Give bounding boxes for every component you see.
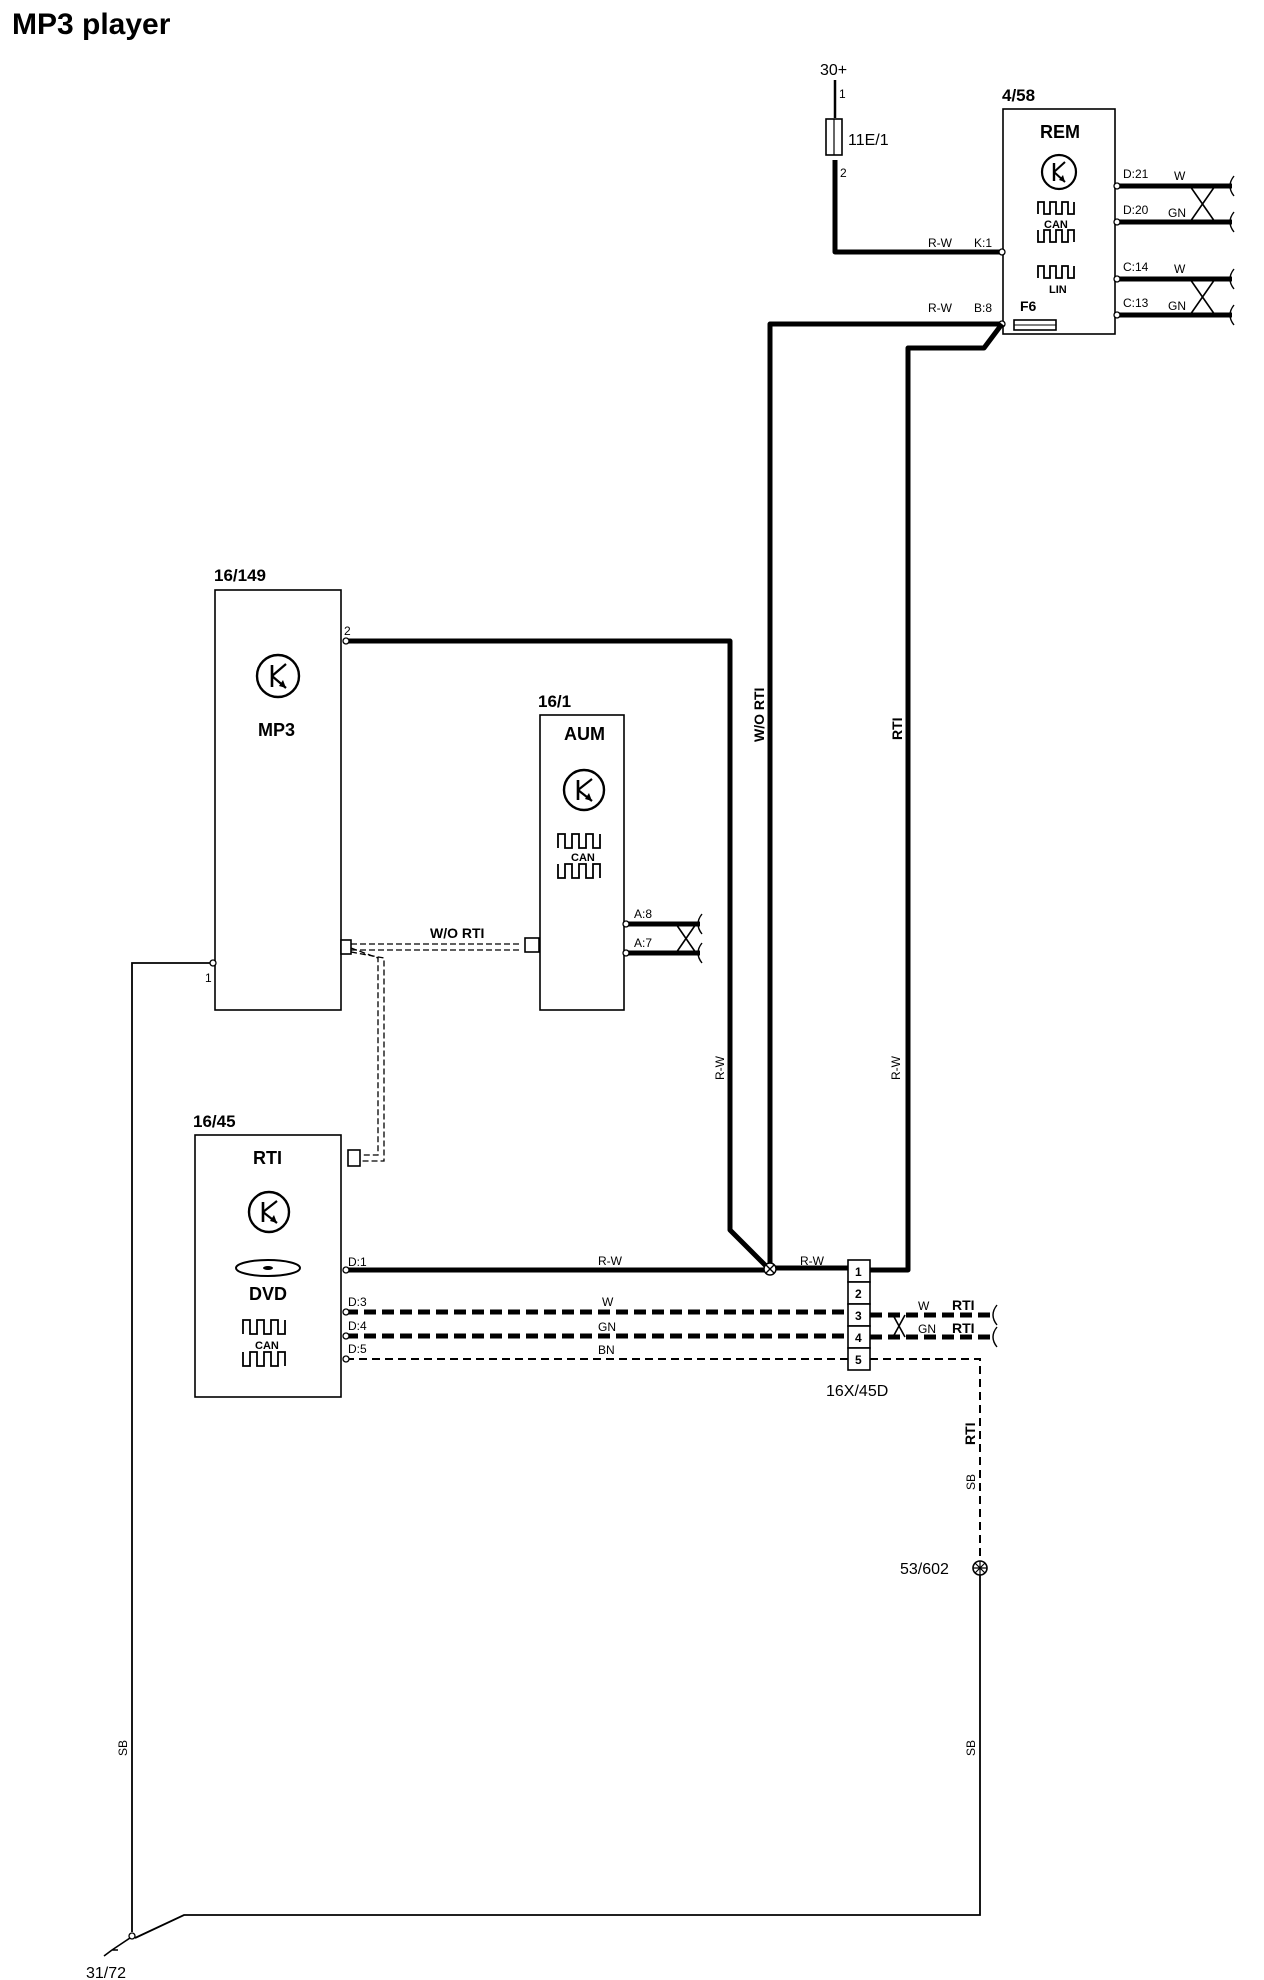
wire-label-d3: W — [602, 1295, 614, 1309]
aum-pin-a8: A:8 — [634, 907, 652, 921]
rem-pin-k1: K:1 — [974, 236, 992, 250]
wire-label-conn5-sb: SB — [964, 1474, 978, 1490]
connector-pin-3: 3 — [855, 1309, 862, 1323]
rti-pin-d1: D:1 — [348, 1255, 367, 1269]
aum-pin-a7: A:7 — [634, 936, 652, 950]
aum-can-label: CAN — [571, 852, 595, 864]
ground-wiring: 53/602 SB SB 31/72 — [86, 962, 988, 1980]
rem-can-icon: CAN — [1037, 201, 1075, 243]
supply-pin-1: 1 — [839, 87, 846, 101]
wire-label-rw-mp3: R-W — [713, 1055, 727, 1080]
rem-box — [1002, 108, 1116, 335]
wire-label-av-wo-rti: W/O RTI — [430, 925, 484, 941]
rem-wire-c14: W — [1174, 262, 1186, 276]
wire-label-d5: BN — [598, 1343, 615, 1357]
connector-pin-2: 2 — [855, 1287, 862, 1301]
rti-can-label: CAN — [255, 1340, 279, 1352]
rti-data-wires: W GN BN — [342, 1295, 848, 1363]
rem-id: 4/58 — [1002, 86, 1035, 105]
rem-transistor-icon — [1040, 153, 1078, 191]
mp3-box — [214, 589, 342, 1011]
wire-label-rti: RTI — [889, 717, 905, 740]
wire-label-b8: R-W — [928, 301, 953, 315]
aum-id: 16/1 — [538, 692, 571, 711]
wire-label-conn3: W — [918, 1299, 930, 1313]
wire-label-rw-rti: R-W — [889, 1055, 903, 1080]
rti-pin-d4: D:4 — [348, 1319, 367, 1333]
wire-label-conn4-rti: RTI — [952, 1320, 975, 1336]
aum-transistor-icon — [562, 768, 606, 812]
rti-dvd-label: DVD — [249, 1284, 287, 1304]
connector-outputs: W GN RTI RTI RTI SB — [870, 1297, 998, 1560]
wire-label-mp3-sb: SB — [116, 1740, 130, 1756]
power-wires: R-W R-W R-W R-W W/O RTI RTI R-W R-W — [342, 160, 1006, 1276]
mp3-module: 16/149 MP3 2 1 — [205, 566, 352, 1011]
wire-label-d4: GN — [598, 1320, 616, 1334]
wire-label-d1: R-W — [598, 1254, 623, 1268]
av-cables: W/O RTI — [347, 925, 522, 1167]
rem-pin-c13: C:13 — [1123, 296, 1149, 310]
rem-module: 4/58 REM CAN LIN K:1 B:8 D:21 D:20 C:14 … — [974, 86, 1149, 335]
supply-30-plus: 30+ 1 11E/1 2 — [820, 62, 889, 180]
connector-pin-4: 4 — [855, 1331, 862, 1345]
rem-pin-b8: B:8 — [974, 301, 992, 315]
rem-fuse-f6-label: F6 — [1020, 298, 1037, 314]
rti-module: 16/45 RTI DVD CAN D:1 D:3 D:4 D:5 — [193, 1112, 367, 1398]
wire-label-conn1: R-W — [800, 1254, 825, 1268]
aum-box — [539, 714, 625, 1011]
rem-wire-c13: GN — [1168, 299, 1186, 313]
rem-pin-d20: D:20 — [1123, 203, 1149, 217]
rem-pin-c14: C:14 — [1123, 260, 1149, 274]
mp3-pin-2: 2 — [344, 624, 351, 638]
rem-twisted-pairs: W GN W GN — [1113, 169, 1235, 326]
mp3-av-connector — [340, 939, 352, 955]
rti-can-icon: CAN — [242, 1319, 286, 1367]
rem-can-label: CAN — [1044, 219, 1068, 231]
supply-pin-2: 2 — [840, 166, 847, 180]
wire-label-ground-sb: SB — [964, 1740, 978, 1756]
connector-id: 16X/45D — [826, 1383, 888, 1400]
wire-label-wo-rti: W/O RTI — [751, 688, 767, 742]
diagram-title: MP3 player — [12, 8, 171, 41]
rti-pin-d3: D:3 — [348, 1295, 367, 1309]
ground-splice-label: 53/602 — [900, 1561, 949, 1578]
rem-lin-label: LIN — [1049, 284, 1067, 296]
ground-point-label: 31/72 — [86, 1965, 126, 1980]
rem-wire-d21: W — [1174, 169, 1186, 183]
rem-wire-d20: GN — [1168, 206, 1186, 220]
rti-pin-d5: D:5 — [348, 1342, 367, 1356]
rem-name: REM — [1040, 122, 1080, 142]
connector-pin-1: 1 — [855, 1265, 862, 1279]
rti-id: 16/45 — [193, 1112, 236, 1131]
wire-label-k1: R-W — [928, 236, 953, 250]
wire-label-conn4: GN — [918, 1322, 936, 1336]
mp3-pin-1: 1 — [205, 971, 212, 985]
rti-dvd-icon — [235, 1259, 301, 1277]
rti-name: RTI — [253, 1148, 282, 1168]
rti-transistor-icon — [247, 1190, 291, 1234]
aum-module: 16/1 AUM CAN A:8 A:7 — [524, 692, 703, 1011]
aum-av-connector — [524, 937, 540, 953]
rti-av-connector — [347, 1149, 361, 1167]
connector-16x45d: 1 2 3 4 5 16X/45D — [826, 1259, 888, 1400]
aum-name: AUM — [564, 724, 605, 744]
fuse-11e1-label: 11E/1 — [848, 132, 889, 149]
mp3-id: 16/149 — [214, 566, 266, 585]
wire-label-conn5-rti: RTI — [962, 1422, 978, 1445]
rem-lin-icon: LIN — [1037, 265, 1075, 296]
connector-pin-5: 5 — [855, 1353, 862, 1367]
mp3-name: MP3 — [258, 720, 295, 740]
supply-label: 30+ — [820, 62, 847, 79]
wire-label-conn3-rti: RTI — [952, 1297, 975, 1313]
mp3-transistor-icon — [255, 653, 301, 699]
rem-pin-d21: D:21 — [1123, 167, 1149, 181]
aum-can-icon: CAN — [557, 833, 601, 879]
